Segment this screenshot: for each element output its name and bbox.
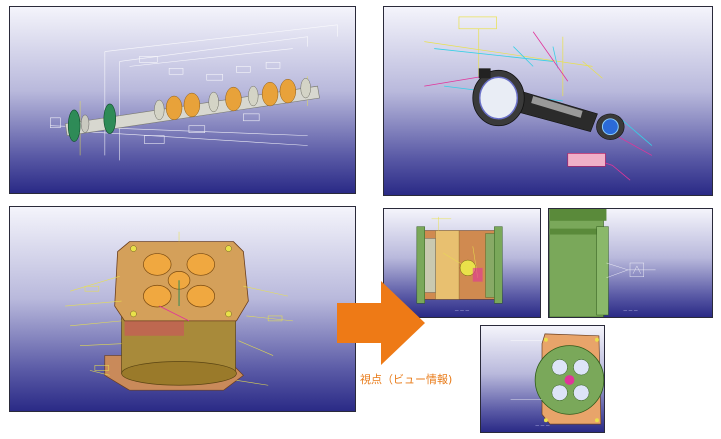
view-label: — — — bbox=[454, 308, 470, 313]
engine-block-model bbox=[65, 231, 293, 391]
block-side-viewport[interactable]: — — — bbox=[383, 208, 541, 318]
camshaft-model bbox=[50, 24, 338, 161]
block-section-viewport[interactable]: — — — bbox=[548, 208, 713, 318]
connecting-rod-model bbox=[424, 16, 653, 181]
block-top-viewport[interactable]: — — — bbox=[480, 325, 605, 433]
arrow-right-icon bbox=[337, 281, 425, 365]
view-label: — — — bbox=[535, 423, 550, 428]
view-label: — — — bbox=[623, 308, 638, 313]
connecting-rod-viewport[interactable] bbox=[383, 6, 713, 196]
engine-block-viewport[interactable] bbox=[9, 206, 356, 412]
block-top-model bbox=[510, 333, 604, 425]
block-side-model bbox=[416, 216, 503, 304]
block-section-model bbox=[549, 209, 656, 317]
view-info-caption: 視点（ビュー情報) bbox=[360, 373, 453, 386]
camshaft-viewport[interactable] bbox=[9, 6, 356, 194]
